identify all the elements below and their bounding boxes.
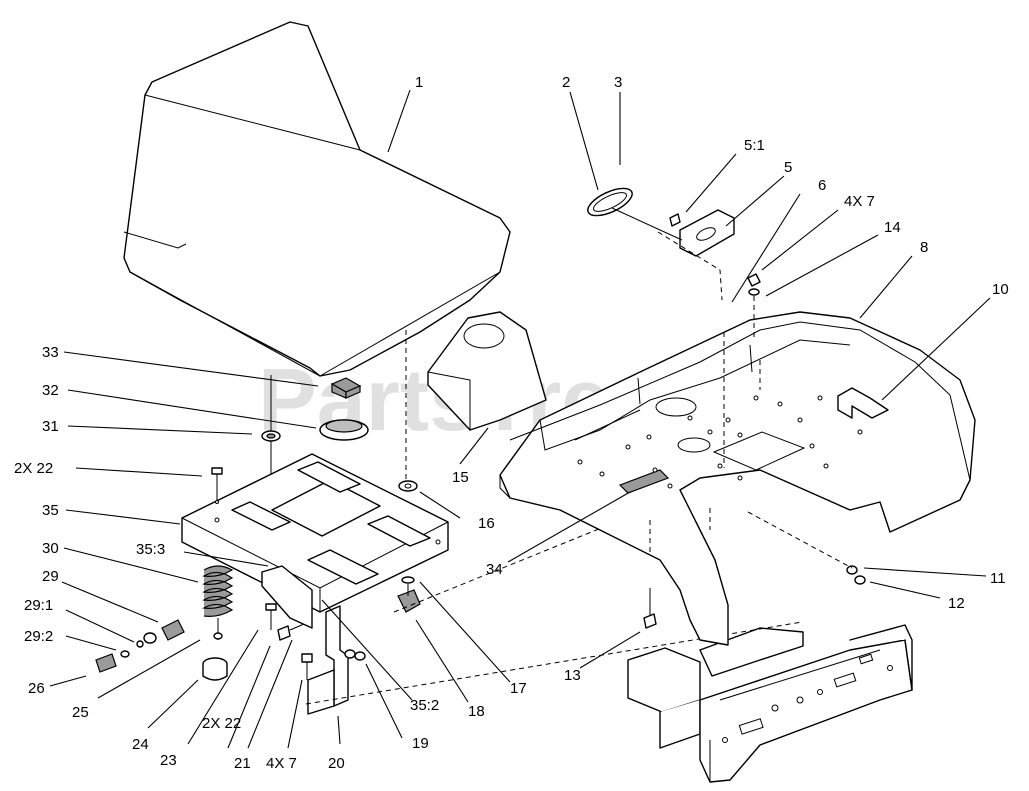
bolt-21 — [277, 623, 305, 641]
callout-4x7-top: 4X 7 — [844, 193, 875, 210]
callout-19: 19 — [412, 735, 429, 752]
callout-31: 31 — [42, 418, 59, 435]
callout-33: 33 — [42, 344, 59, 361]
callout-2x22-top: 2X 22 — [14, 460, 53, 477]
callout-6: 6 — [818, 177, 826, 194]
knob-18 — [397, 576, 421, 613]
seat-mounting-plate — [181, 453, 449, 629]
callout-2: 2 — [562, 74, 570, 91]
callout-1: 1 — [415, 74, 423, 91]
callout-29-1: 29:1 — [24, 597, 53, 614]
callout-29: 29 — [42, 568, 59, 585]
callout-25: 25 — [72, 704, 89, 721]
callout-32: 32 — [42, 382, 59, 399]
callout-8: 8 — [920, 239, 928, 256]
nut-19 — [344, 649, 366, 661]
callout-15: 15 — [452, 469, 469, 486]
callout-11: 11 — [990, 570, 1006, 587]
bolt-7-fender — [747, 273, 761, 340]
seat-spring — [202, 565, 234, 681]
callout-2x22-bot: 2X 22 — [202, 715, 241, 732]
callout-16: 16 — [478, 515, 495, 532]
callout-3: 3 — [614, 74, 622, 91]
callout-29-2: 29:2 — [24, 628, 53, 645]
callout-35-2: 35:2 — [410, 697, 439, 714]
callout-20: 20 — [328, 755, 345, 772]
callout-18: 18 — [468, 703, 485, 720]
callout-30: 30 — [42, 540, 59, 557]
callout-17: 17 — [510, 680, 527, 697]
callout-10: 10 — [992, 281, 1009, 298]
bolt-22-top — [211, 467, 223, 504]
bolt-13 — [643, 588, 657, 629]
leader-lines — [49, 89, 991, 749]
callout-4x7-bot: 4X 7 — [266, 755, 297, 772]
seat-support-cover — [427, 311, 547, 431]
callout-24: 24 — [132, 736, 149, 753]
seat — [123, 21, 511, 377]
bolt-23 — [265, 603, 277, 630]
chassis-frame — [627, 624, 913, 783]
washer-16 — [398, 480, 418, 492]
seat-switch — [95, 619, 185, 673]
seat-bumper — [319, 419, 369, 441]
callout-labels: 1 2 3 5:1 5 6 4X 7 14 8 10 33 32 31 2X 2… — [14, 74, 1009, 772]
washer-31 — [261, 430, 281, 442]
callout-23: 23 — [160, 752, 177, 769]
callout-14: 14 — [884, 219, 901, 236]
nut-11-12 — [747, 511, 866, 585]
callout-35-3: 35:3 — [136, 541, 165, 558]
callout-21: 21 — [234, 755, 251, 772]
callout-5: 5 — [784, 159, 792, 176]
callout-35: 35 — [42, 502, 59, 519]
callout-34: 34 — [486, 561, 503, 578]
callout-26: 26 — [28, 680, 45, 697]
callout-5-1: 5:1 — [744, 137, 765, 154]
callout-13: 13 — [564, 667, 581, 684]
bracket-10 — [837, 387, 889, 419]
seat-stop-pad — [330, 377, 362, 399]
tail-light — [587, 187, 735, 301]
callout-12: 12 — [948, 595, 965, 612]
